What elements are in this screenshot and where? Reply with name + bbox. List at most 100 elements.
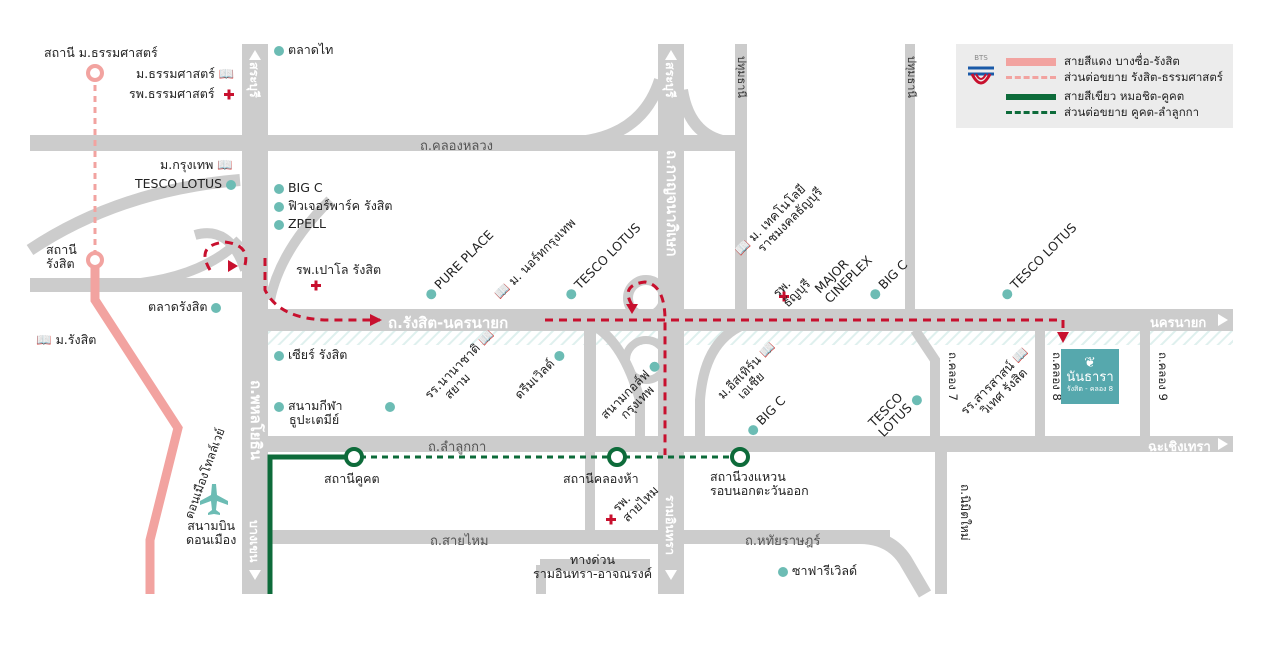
green-line [267,447,750,594]
road-hathai: ถ.หทัยราษฎร์ [745,534,821,549]
poi-talad-thai-label: ตลาดไท [287,42,334,57]
station-thammasat-marker [86,64,104,82]
road-kanchana: ถ.กาญจนาภิเษก [663,150,681,257]
project-name: นันธารา [1066,370,1114,385]
legend-red-line: สายสีแดง บางซื่อ-รังสิต [1006,53,1180,71]
poi-stadium-line1: สนามกีฬา [287,398,343,413]
poi-tu-hospital: รพ.ธรรมศาสตร์ [129,86,215,101]
airplane-icon [200,484,228,515]
road-chachoengsao: ฉะเชิงเทรา [1148,440,1211,455]
route-path [203,240,1065,455]
road-lamlukka: ถ.ลำลูกกา [428,440,487,455]
poi-future-park-label: ฟิวเจอร์พาร์ค รังสิต [287,198,393,213]
poi-tu-label: ม.ธรรมศาสตร์ [136,66,215,81]
poi-safari-label: ซาฟารีเวิลด์ [791,563,858,578]
poi-stadium: สนามกีฬา ธูปะเตมีย์ [274,399,395,427]
poi-dot-icon [226,179,237,190]
legend-green-ext-label: ส่วนต่อขยาย คูคต-ลำลูกกา [1064,105,1200,119]
road-nimit-mai: ถ.นิมิตใหม่ [958,484,972,541]
poi-bkk-univ: ม.กรุงเทพ 📖 [160,158,233,172]
poi-tesco-left-label: TESCO LOTUS [135,176,223,191]
station-rangsit-line1: สถานี [46,242,77,257]
poi-airport: สนามบิน ดอนเมือง [186,519,236,547]
poi-tu: ม.ธรรมศาสตร์ 📖 [136,67,235,81]
poi-seacon: เซียร์ รังสิต [274,348,347,362]
legend-red-ext-label: ส่วนต่อขยาย รังสิต-ธรรมศาสตร์ [1064,70,1223,84]
poi-rangsit-market-label: ตลาดรังสิต [148,299,208,314]
poi-airport-line1: สนามบิน [187,518,236,533]
direction-arrows [249,50,1228,580]
road-khlong-luang: ถ.คลองหลวง [420,139,494,154]
legend: BTS สายสีแดง บางซื่อ-รังสิต ส่วนต่อขยาย … [956,44,1233,128]
poi-rangsit-market: ตลาดรังสิต [148,299,222,314]
station-ring-marker [730,447,750,467]
road-rangsit-nakhon: ถ.รังสิต-นครนายก [388,314,509,332]
poi-paolo: รพ.เปาโล รังสิต [296,262,382,277]
road-ram-intra: รามอินทรา [663,495,678,555]
bts-logo-text: BTS [974,54,988,62]
station-khlong5-marker [607,447,627,467]
legend-red-ext: ส่วนต่อขยาย รังสิต-ธรรมศาสตร์ [1006,69,1223,87]
poi-talad-thai: ตลาดไท [274,43,333,57]
road-expressway: ทางด่วน รามอินทรา-อาจณรงค์ [533,553,652,581]
poi-zpell-label: ZPELL [287,216,326,231]
road-saraburi-mid: สระบุรี [663,62,678,98]
project-logo-icon: ❦ [1084,355,1096,371]
road-nakhon-nayok: นครนายก [1150,316,1207,331]
road-khlong7: ถ.คลอง 7 [946,352,960,401]
road-bangkhen: บางเขน [247,520,262,563]
station-khukhot: สถานีคูคต [324,471,380,486]
roads [26,44,1233,598]
poi-dot-icon [778,566,788,577]
hospital-icons [224,89,789,525]
bts-logo-icon: BTS [966,54,996,94]
book-icon: 📖 [218,66,235,81]
book-icon: 📖 [217,157,233,172]
project-sub: รังสิต - คลอง 8 [1066,385,1114,393]
poi-rangsit-univ: 📖 ม.รังสิต [36,333,96,347]
poi-dot-icon [274,350,284,361]
poi-dot-icon [211,302,222,313]
poi-airport-line2: ดอนเมือง [186,532,237,547]
legend-green-ext: ส่วนต่อขยาย คูคต-ลำลูกกา [1006,104,1199,122]
poi-future-park: ฟิวเจอร์พาร์ค รังสิต [274,199,393,213]
poi-dot-icon [274,201,284,212]
poi-bigc-1: BIG C [274,181,323,195]
poi-dot-icon [274,219,284,230]
poi-tesco-left: TESCO LOTUS [135,176,237,191]
legend-green-line: สายสีเขียว หมอชิต-คูคต [1006,88,1184,106]
book-icon: 📖 [36,332,52,347]
route-arrowheads [228,260,1069,343]
project-marker[interactable]: ❦ นันธารา รังสิต - คลอง 8 [1061,349,1119,404]
road-pathum-2: ปทุมธานี [905,56,918,98]
bts-logo-mark [968,66,994,85]
poi-rangsit-univ-label: ม.รังสิต [55,332,97,347]
poi-dot-icon [384,401,395,412]
road-phahon: ถ.พหลโยธิน [247,380,265,461]
legend-green-line-label: สายสีเขียว หมอชิต-คูคต [1064,89,1185,103]
poi-bkk-univ-label: ม.กรุงเทพ [160,157,214,172]
station-ring-line1: สถานีวงแหวน [710,469,786,484]
station-khlong5: สถานีคลองห้า [563,471,639,486]
poi-zpell: ZPELL [274,217,326,231]
station-rangsit: สถานี รังสิต [46,243,77,271]
station-khukhot-marker [344,447,364,467]
station-ring: สถานีวงแหวน รอบนอกตะวันออก [710,470,809,498]
road-saraburi-left: สระบุรี [247,62,262,98]
poi-dot-icon [274,183,284,194]
poi-safari: ซาฟารีเวิลด์ [778,564,857,578]
road-pathum-1: ปทุมธานี [735,56,748,98]
expressway-line2: รามอินทรา-อาจณรงค์ [533,566,653,581]
station-ring-line2: รอบนอกตะวันออก [710,483,809,498]
station-rangsit-line2: รังสิต [46,256,75,271]
legend-red-line-label: สายสีแดง บางซื่อ-รังสิต [1064,54,1180,68]
red-line [86,64,183,594]
poi-seacon-label: เซียร์ รังสิต [287,347,348,362]
station-rangsit-marker [86,251,104,269]
station-thammasat: สถานี ม.ธรรมศาสตร์ [44,45,158,60]
poi-dot-icon [274,45,284,56]
expressway-line1: ทางด่วน [570,552,616,567]
poi-dot-icon [274,401,284,412]
hatch-band [255,331,1233,345]
